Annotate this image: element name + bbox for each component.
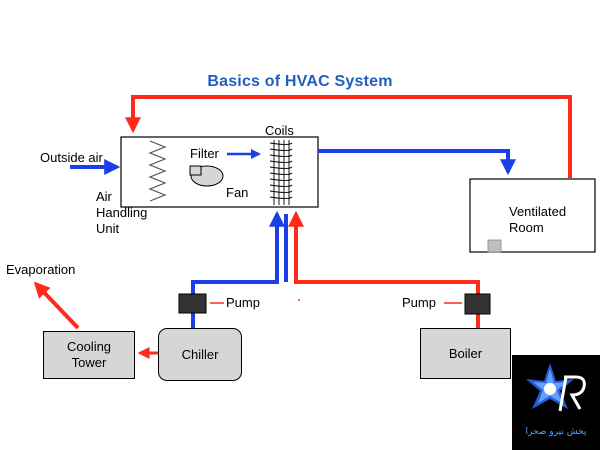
boiler-label: Boiler bbox=[448, 345, 483, 361]
company-logo: پخش نیرو صحرا bbox=[512, 355, 600, 450]
chiller-box: Chiller bbox=[158, 328, 242, 381]
cooling-tower-box: Cooling Tower bbox=[43, 331, 135, 379]
evaporation-arrow bbox=[33, 281, 80, 330]
pump-right-label: Pump bbox=[402, 295, 436, 310]
pump-right-icon bbox=[464, 293, 491, 315]
pump-left-icon bbox=[178, 293, 207, 314]
ventilated-room-label-line1: Ventilated bbox=[509, 204, 567, 219]
coil-icon bbox=[269, 140, 293, 205]
pump-left-label: Pump bbox=[226, 295, 260, 310]
supply-air-duct bbox=[318, 149, 516, 176]
ahu-label-line1: Air bbox=[96, 189, 112, 204]
boiler-box: Boiler bbox=[420, 328, 511, 379]
logo-text: پخش نیرو صحرا bbox=[525, 427, 587, 437]
coils-label: Coils bbox=[265, 123, 294, 138]
ahu-label-line3: Unit bbox=[96, 221, 120, 236]
chiller-label: Chiller bbox=[181, 346, 219, 362]
cooling-tower-label-line2: Tower bbox=[71, 355, 107, 370]
cooling-tower-label-line1: Cooling bbox=[66, 339, 112, 354]
return-air-duct bbox=[125, 95, 572, 178]
ventilated-room-label-line2: Room bbox=[509, 220, 544, 235]
fan-icon bbox=[189, 165, 224, 187]
ahu-label-line2: Handling bbox=[96, 205, 148, 220]
filter-label: Filter bbox=[190, 146, 219, 161]
evaporation-label: Evaporation bbox=[6, 262, 76, 277]
room-vent bbox=[487, 239, 502, 253]
star-logo-icon bbox=[526, 363, 586, 412]
fan-label: Fan bbox=[226, 185, 249, 200]
hot-water-line bbox=[288, 210, 480, 328]
filter-zigzag bbox=[148, 140, 167, 202]
diagram-title: Basics of HVAC System bbox=[207, 73, 393, 90]
outside-air-label: Outside air bbox=[40, 150, 103, 165]
